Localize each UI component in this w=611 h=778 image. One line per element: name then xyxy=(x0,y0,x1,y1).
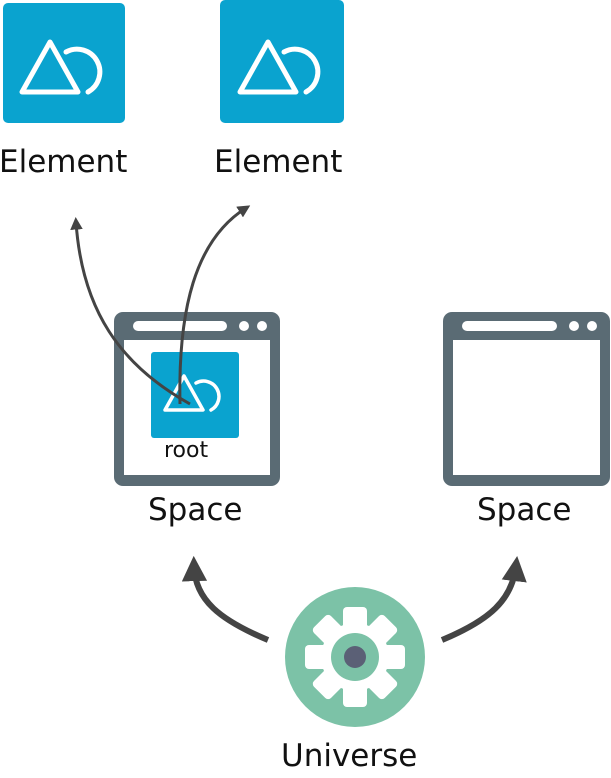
universe-label: Universe xyxy=(281,738,418,774)
arrow-universe-to-space-right xyxy=(440,555,527,643)
arrow-root-to-element-left xyxy=(70,216,191,406)
arrow-universe-to-space-left xyxy=(181,555,270,643)
element-logo-icon xyxy=(151,352,239,438)
element-logo-icon xyxy=(220,0,344,123)
gear-icon xyxy=(285,587,425,727)
space-label-left: Space xyxy=(148,492,243,528)
arrow-root-to-element-right xyxy=(178,205,251,405)
element-logo-icon xyxy=(3,3,125,123)
element-label-right: Element xyxy=(214,144,343,180)
root-label: root xyxy=(164,438,209,463)
window-icon xyxy=(443,312,610,486)
element-label-left: Element xyxy=(0,144,128,180)
space-label-right: Space xyxy=(477,492,572,528)
